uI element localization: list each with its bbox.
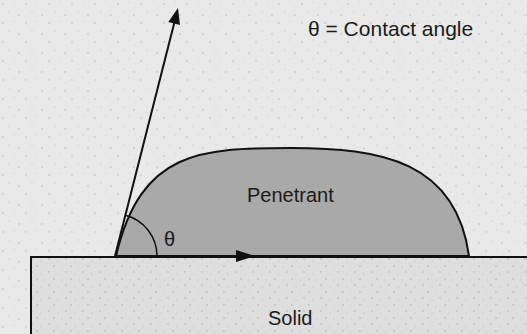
figure-legend-note: θ = Contact angle [308,17,473,40]
node-label: Penetrant [247,184,334,206]
angle-symbol: θ [164,228,175,250]
solid-block: Solid [30,256,527,334]
node-label: Solid [268,307,312,329]
